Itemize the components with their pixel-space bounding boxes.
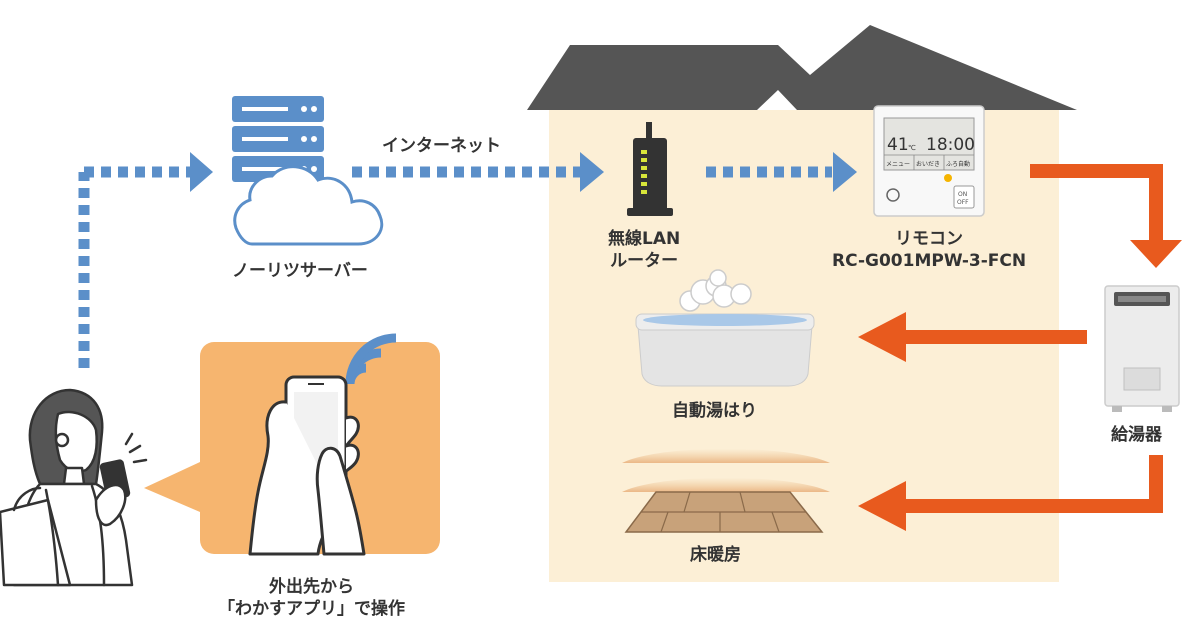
bathtub-icon — [635, 269, 815, 387]
floor-heating-label: 床暖房 — [690, 545, 741, 565]
cloud-icon — [233, 165, 384, 246]
app-caption-line1: 外出先から — [269, 577, 354, 597]
remote-temperature-unit: ℃ — [908, 144, 916, 152]
router-label: 無線LAN ルーター — [608, 228, 680, 272]
remote-power-off: OFF — [957, 199, 969, 206]
remote-time: 18:00 — [926, 135, 975, 155]
app-caption: 外出先から 「わかすアプリ」で操作 — [218, 576, 405, 620]
floor-heating-icon — [622, 448, 830, 533]
app-caption-line2: 「わかすアプリ」で操作 — [218, 599, 405, 619]
hand-illustration — [248, 400, 366, 556]
remote-temperature: 41 — [887, 135, 909, 155]
network-arrowheads — [190, 152, 857, 192]
remote-label-line1: リモコン — [895, 229, 964, 249]
water-heater-icon — [1104, 285, 1180, 412]
remote-label: リモコン RC-G001MPW-3-FCN — [832, 228, 1026, 272]
router-icon — [627, 122, 673, 216]
remote-power-button — [953, 185, 975, 209]
water-heater-label: 給湯器 — [1111, 425, 1162, 445]
remote-power-on: ON — [958, 191, 967, 198]
remote-button-auto: ふろ自動 — [946, 160, 970, 168]
remote-controller: 41 ℃ 18:00 メニュー おいだき ふろ自動 ON OFF — [873, 105, 985, 217]
remote-screen — [883, 117, 975, 171]
remote-label-line2: RC-G001MPW-3-FCN — [832, 251, 1027, 271]
house-roof — [527, 25, 1077, 110]
server-label: ノーリツサーバー — [232, 261, 368, 281]
router-label-line1: 無線LAN — [608, 229, 681, 249]
bath-label: 自動湯はり — [672, 401, 757, 421]
remote-button-oidaki: おいだき — [916, 161, 940, 168]
router-label-line2: ルーター — [610, 251, 679, 271]
internet-label: インターネット — [382, 136, 501, 156]
woman-illustration — [0, 388, 148, 587]
speech-pointer — [144, 462, 200, 512]
hot-water-flow — [858, 164, 1182, 531]
network-links — [78, 166, 832, 368]
remote-button-menu: メニュー — [886, 161, 910, 168]
wifi-icon — [345, 333, 397, 385]
